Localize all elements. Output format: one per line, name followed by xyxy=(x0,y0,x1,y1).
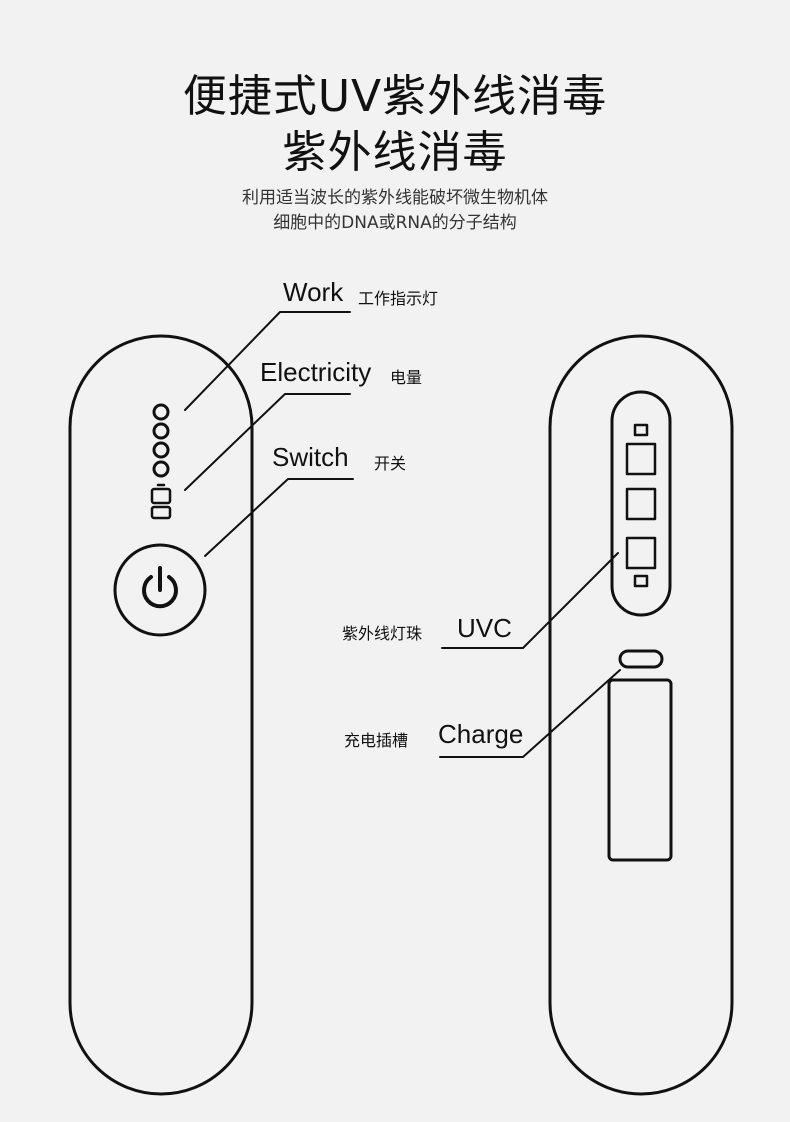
charge-label: Charge xyxy=(438,719,524,749)
description-line-1: 利用适当波长的紫外线能破坏微生物机体 xyxy=(242,188,548,208)
work-label: Work xyxy=(283,277,344,307)
description-line-2: 细胞中的DNA或RNA的分子结构 xyxy=(273,213,517,233)
uvc-led-beads xyxy=(625,423,657,588)
work-indicator-light xyxy=(152,403,170,421)
uvc-label: UVC xyxy=(457,613,512,643)
uvc-label-cn: 紫外线灯珠 xyxy=(342,624,423,643)
electricity-label: Electricity xyxy=(260,357,372,387)
battery-icon xyxy=(150,483,172,520)
front-device-body xyxy=(68,334,254,1096)
charge-leader-line xyxy=(439,669,621,758)
electricity-label-cn: 电量 xyxy=(390,368,423,387)
leader-lines xyxy=(184,311,621,758)
charge-label-cn: 充电插槽 xyxy=(344,731,409,750)
uvc-leader-line xyxy=(441,552,619,649)
back-device-body xyxy=(548,334,734,1096)
switch-leader-line xyxy=(204,478,354,557)
charge-port xyxy=(618,649,664,669)
page-subtitle: 紫外线消毒 xyxy=(282,127,508,178)
switch-label-cn: 开关 xyxy=(374,454,407,473)
power-switch-button[interactable] xyxy=(113,543,207,637)
page-title: 便捷式UV紫外线消毒 xyxy=(182,71,608,122)
power-icon xyxy=(142,566,178,609)
electricity-leader-line xyxy=(184,393,351,491)
work-label-cn: 工作指示灯 xyxy=(358,289,439,308)
charge-slot xyxy=(607,678,673,862)
uvc-lamp-window xyxy=(610,390,672,617)
battery-level-indicators xyxy=(152,422,170,478)
switch-label: Switch xyxy=(272,442,349,472)
work-leader-line xyxy=(184,311,351,411)
